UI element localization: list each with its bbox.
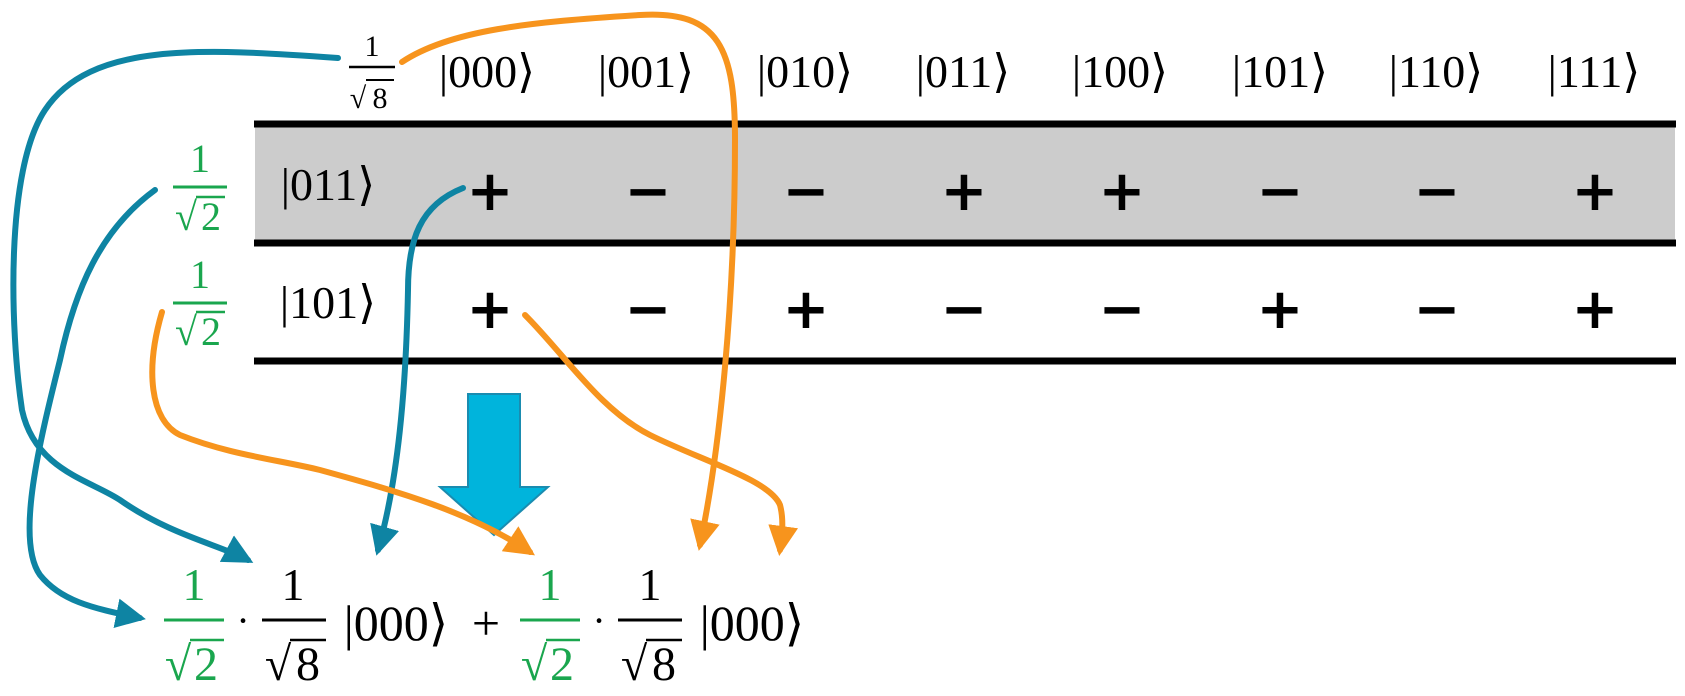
result-coef-numerator: 1 bbox=[183, 559, 206, 610]
column-header-110: |110⟩ bbox=[1389, 46, 1483, 97]
result-ket-2: |000⟩ bbox=[700, 595, 805, 651]
sign-cell: + bbox=[467, 277, 514, 342]
result-coef-numerator: 1 bbox=[539, 559, 562, 610]
result-norm-numerator: 1 bbox=[282, 559, 305, 610]
result-expression: 1 √ 2 · 1 √ 8 |000⟩ + 1 √ 2 · 1 bbox=[164, 559, 804, 691]
result-term-1-normalization: 1 √ 8 bbox=[262, 559, 326, 691]
result-dot: · bbox=[236, 598, 249, 643]
column-header-001: |001⟩ bbox=[598, 46, 694, 97]
sign-cell: + bbox=[1572, 277, 1619, 342]
column-headers: |000⟩ |001⟩ |010⟩ |011⟩ |100⟩ |101⟩ |110… bbox=[439, 46, 1640, 97]
row-coefficient-011: 1 √ 2 bbox=[173, 136, 227, 239]
orange-arrow-header-norm-to-term2 bbox=[399, 11, 739, 551]
result-coef-radicand: 2 bbox=[550, 638, 574, 691]
row-coefficient-radicand: 2 bbox=[201, 194, 221, 239]
sign-cell: + bbox=[1099, 159, 1146, 224]
header-normalization-numerator: 1 bbox=[365, 30, 380, 63]
sqrt-symbol: √ bbox=[175, 194, 197, 239]
sqrt-symbol: √ bbox=[621, 638, 648, 691]
row-coefficient-radicand: 2 bbox=[201, 309, 221, 354]
row-label-011: |011⟩ bbox=[281, 159, 375, 210]
orange-arrow-row2-coef-to-term2 bbox=[149, 309, 535, 556]
column-header-111: |111⟩ bbox=[1548, 46, 1641, 97]
sqrt-symbol: √ bbox=[165, 638, 192, 691]
column-header-100: |100⟩ bbox=[1072, 46, 1168, 97]
sign-cell: − bbox=[1257, 159, 1304, 224]
column-header-000: |000⟩ bbox=[439, 46, 535, 97]
header-normalization-radicand: 8 bbox=[373, 82, 388, 115]
teal-arrow-row1-coef-to-term1 bbox=[26, 187, 158, 629]
sqrt-symbol: √ bbox=[521, 638, 548, 691]
row-coefficient-numerator: 1 bbox=[190, 136, 210, 181]
result-norm-radicand: 8 bbox=[296, 638, 320, 691]
sign-cell: + bbox=[941, 159, 988, 224]
result-term-1-coefficient: 1 √ 2 bbox=[164, 559, 224, 691]
column-header-010: |010⟩ bbox=[757, 46, 853, 97]
teal-arrow-header-norm-to-term1 bbox=[10, 48, 341, 563]
row-coefficient-101: 1 √ 2 bbox=[173, 252, 227, 354]
sign-cell: − bbox=[625, 159, 672, 224]
sign-cell: − bbox=[941, 277, 988, 342]
result-norm-numerator: 1 bbox=[639, 559, 662, 610]
orange-arrows bbox=[149, 11, 799, 556]
sign-cell: − bbox=[1099, 277, 1146, 342]
row-signs-101: + − + − − + − + bbox=[467, 277, 1619, 342]
sign-cell: − bbox=[1414, 159, 1461, 224]
column-header-011: |011⟩ bbox=[916, 46, 1010, 97]
sqrt-symbol: √ bbox=[265, 638, 292, 691]
sign-cell: − bbox=[625, 277, 672, 342]
sign-cell: − bbox=[1414, 277, 1461, 342]
result-plus: + bbox=[472, 595, 500, 651]
result-ket-1: |000⟩ bbox=[344, 595, 449, 651]
column-header-101: |101⟩ bbox=[1232, 46, 1328, 97]
header-normalization-fraction: 1 √ 8 bbox=[349, 30, 395, 115]
row-signs-011: + − − + + − − + bbox=[467, 159, 1619, 224]
sign-cell: + bbox=[467, 159, 514, 224]
orange-arrow-row2-sign-to-term2 bbox=[522, 312, 799, 556]
sign-cell: − bbox=[783, 159, 830, 224]
sign-cell: + bbox=[1572, 159, 1619, 224]
sign-cell: + bbox=[1257, 277, 1304, 342]
result-term-2-coefficient: 1 √ 2 bbox=[520, 559, 580, 691]
result-term-2-normalization: 1 √ 8 bbox=[618, 559, 682, 691]
sign-cell: + bbox=[783, 277, 830, 342]
row-highlight-011 bbox=[255, 124, 1675, 242]
sqrt-symbol: √ bbox=[175, 309, 197, 354]
sqrt-symbol: √ bbox=[350, 82, 367, 115]
down-arrow-icon bbox=[437, 393, 551, 537]
row-label-101: |101⟩ bbox=[280, 277, 376, 328]
row-coefficient-numerator: 1 bbox=[190, 252, 210, 297]
result-norm-radicand: 8 bbox=[652, 638, 676, 691]
result-coef-radicand: 2 bbox=[194, 638, 218, 691]
result-dot: · bbox=[592, 598, 605, 643]
